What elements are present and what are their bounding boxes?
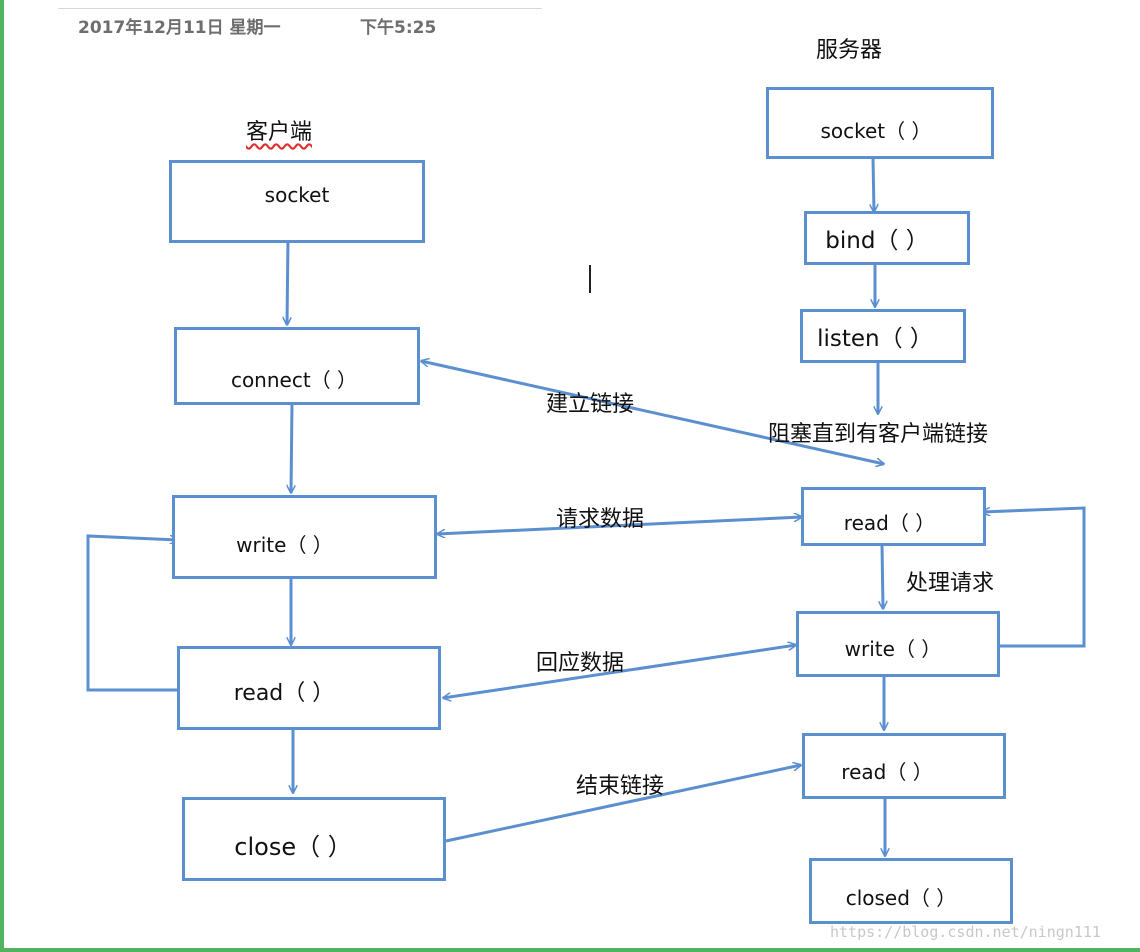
server-socket-box: socket（ ） <box>766 87 994 159</box>
note-time: 下午5:25 <box>360 18 437 38</box>
server-read2-box: read（ ） <box>802 733 1006 799</box>
arrow-establish-connection <box>421 361 884 464</box>
server-read-box: read（ ） <box>801 487 986 546</box>
client-write-label: write（ ） <box>236 532 333 557</box>
client-socket-box: socket <box>169 160 425 243</box>
client-read-label: read（ ） <box>233 681 335 706</box>
label-end-connection: 结束链接 <box>576 774 665 799</box>
server-write-box: write（ ） <box>796 611 1000 677</box>
arrow-client-loop-read-to-write <box>86 534 178 692</box>
text-cursor <box>589 265 591 293</box>
server-closed-label: closed（ ） <box>845 885 957 910</box>
arrow-respond-data <box>443 645 796 698</box>
server-read2-label: read（ ） <box>841 759 933 784</box>
label-establish-connection: 建立链接 <box>546 392 635 417</box>
label-block-until-client: 阻塞直到有客户端链接 <box>768 422 989 447</box>
watermark: https://blog.csdn.net/ningn111 <box>830 923 1101 941</box>
server-read-label: read（ ） <box>843 511 936 535</box>
server-write-label: write（ ） <box>844 636 942 661</box>
label-process-request: 处理请求 <box>906 571 995 596</box>
note-date: 2017年12月11日 星期一 <box>78 18 281 38</box>
label-respond-data: 回应数据 <box>536 651 625 676</box>
arrow-client-connect-to-write <box>291 402 292 493</box>
client-close-label: close（ ） <box>234 832 352 861</box>
arrow-server-read-to-write <box>882 544 883 609</box>
arrow-server-loop-write-to-read <box>982 506 1086 648</box>
server-closed-box: closed（ ） <box>809 858 1013 924</box>
server-socket-label: socket（ ） <box>820 118 932 143</box>
server-bind-label: bind（ ） <box>825 228 929 254</box>
client-write-box: write（ ） <box>172 495 437 579</box>
label-request-data: 请求数据 <box>556 507 645 532</box>
client-socket-label: socket <box>264 182 330 207</box>
arrow-server-socket-to-bind <box>873 157 874 212</box>
header-divider <box>58 8 542 9</box>
client-connect-box: connect（ ） <box>174 327 420 405</box>
server-listen-label: listen（ ） <box>817 326 933 352</box>
server-column-title: 服务器 <box>816 38 883 63</box>
client-close-box: close（ ） <box>182 797 446 881</box>
arrow-request-data <box>437 517 802 534</box>
client-read-box: read（ ） <box>177 646 441 730</box>
server-listen-box: listen（ ） <box>800 309 966 363</box>
arrow-client-socket-to-connect <box>287 237 288 325</box>
server-bind-box: bind（ ） <box>804 211 970 265</box>
arrow-end-connection <box>445 765 801 843</box>
client-column-title: 客户端 <box>246 120 313 145</box>
client-connect-label: connect（ ） <box>230 367 358 392</box>
